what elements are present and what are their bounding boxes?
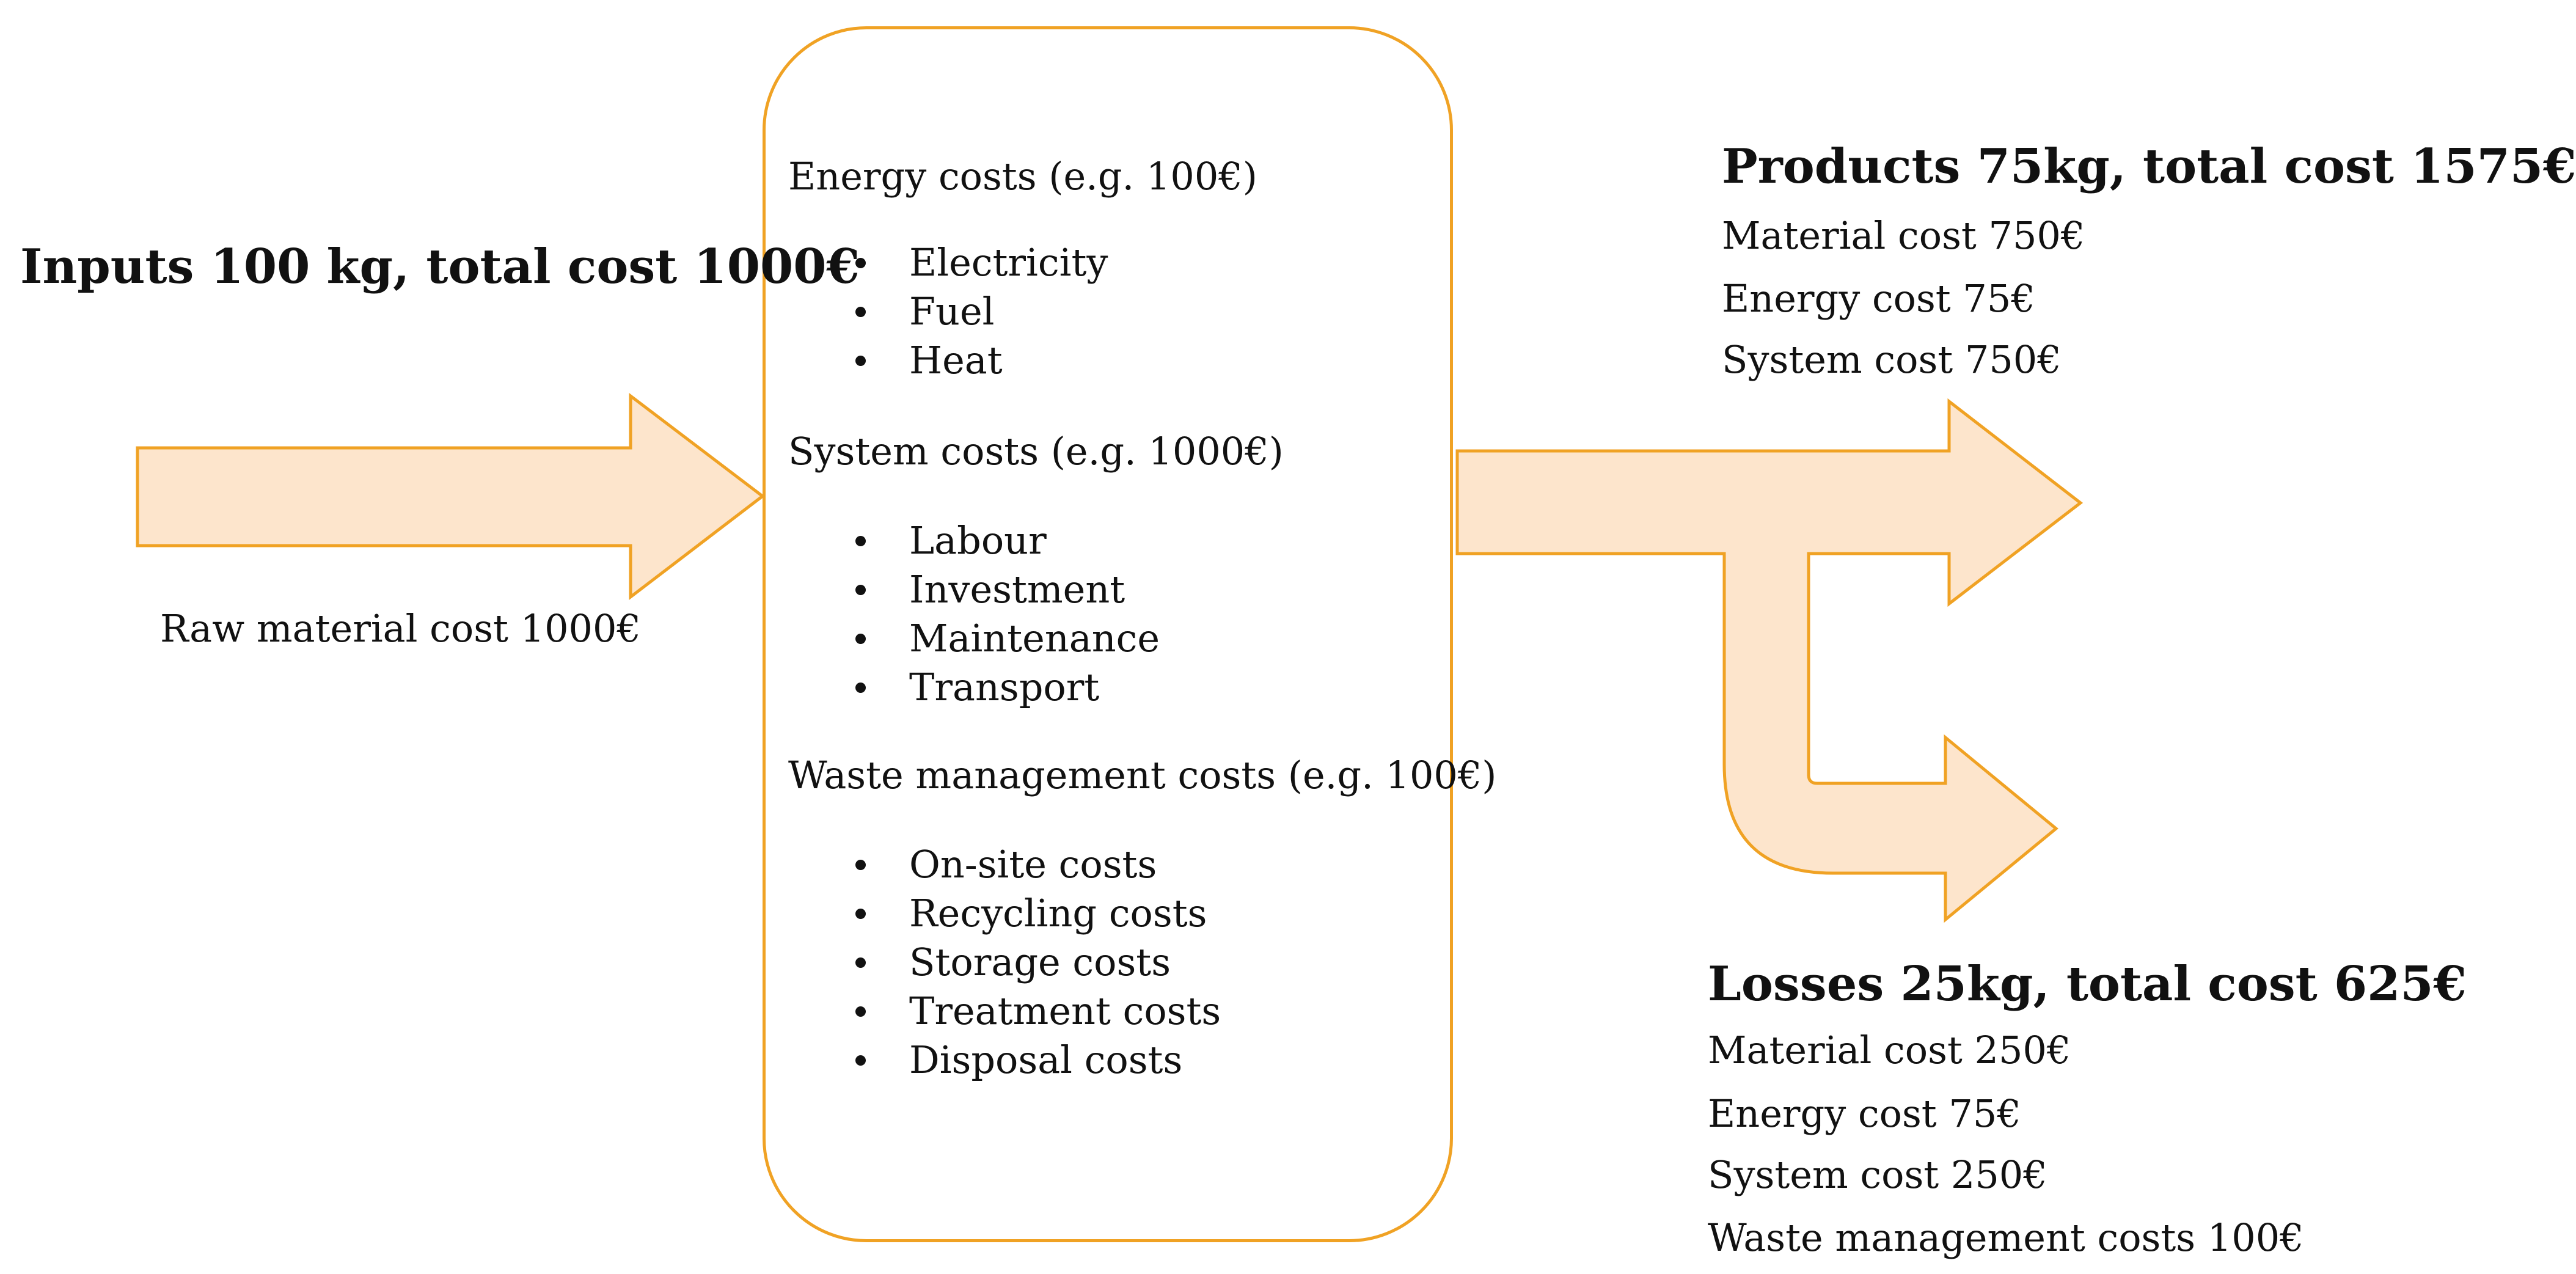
waste-management-costs-list: On-site costs Recycling costs Storage co… <box>855 840 1221 1085</box>
inputs-heading: Inputs 100 kg, total cost 1000€ <box>20 239 860 295</box>
waste-item-label: On-site costs <box>909 842 1157 887</box>
products-material-cost: Material cost 750€ <box>1722 213 2085 258</box>
energy-item-label: Fuel <box>909 289 995 334</box>
list-item: Treatment costs <box>855 987 1221 1036</box>
waste-item-label: Recycling costs <box>909 891 1207 935</box>
system-item-label: Maintenance <box>909 616 1160 661</box>
raw-material-cost-label: Raw material cost 1000€ <box>160 606 641 651</box>
bullet-icon <box>855 683 866 693</box>
waste-item-label: Disposal costs <box>909 1038 1183 1082</box>
system-item-label: Investment <box>909 567 1125 612</box>
energy-costs-list: Electricity Fuel Heat <box>855 238 1108 385</box>
bullet-icon <box>855 258 866 268</box>
process-box <box>763 26 1453 1242</box>
list-item: Disposal costs <box>855 1036 1221 1085</box>
bullet-icon <box>855 356 866 366</box>
losses-system-cost: System cost 250€ <box>1708 1152 2047 1197</box>
bullet-icon <box>855 1006 866 1017</box>
energy-item-label: Heat <box>909 338 1003 383</box>
list-item: Transport <box>855 663 1160 712</box>
input-arrow <box>136 392 766 601</box>
list-item: Electricity <box>855 238 1108 287</box>
waste-management-costs-title: Waste management costs (e.g. 100€) <box>788 753 1497 797</box>
list-item: Storage costs <box>855 938 1221 987</box>
waste-item-label: Storage costs <box>909 940 1171 984</box>
list-item: Labour <box>855 516 1160 565</box>
system-item-label: Transport <box>909 665 1100 709</box>
bullet-icon <box>855 909 866 919</box>
losses-heading: Losses 25kg, total cost 625€ <box>1708 956 2467 1012</box>
products-energy-cost: Energy cost 75€ <box>1722 276 2035 321</box>
energy-item-label: Electricity <box>909 240 1108 285</box>
system-item-label: Labour <box>909 518 1047 563</box>
losses-waste-management-cost: Waste management costs 100€ <box>1708 1215 2304 1260</box>
energy-costs-title: Energy costs (e.g. 100€) <box>788 154 1257 199</box>
list-item: On-site costs <box>855 840 1221 889</box>
bullet-icon <box>855 634 866 644</box>
list-item: Investment <box>855 565 1160 614</box>
products-heading: Products 75kg, total cost 1575€ <box>1722 139 2576 194</box>
bullet-icon <box>855 1055 866 1066</box>
bullet-icon <box>855 585 866 595</box>
losses-material-cost: Material cost 250€ <box>1708 1028 2071 1072</box>
output-split-arrow <box>1455 398 2084 923</box>
list-item: Heat <box>855 336 1108 385</box>
bullet-icon <box>855 536 866 546</box>
system-costs-title: System costs (e.g. 1000€) <box>788 429 1284 474</box>
list-item: Maintenance <box>855 614 1160 663</box>
products-system-cost: System cost 750€ <box>1722 337 2062 382</box>
bullet-icon <box>855 307 866 317</box>
list-item: Recycling costs <box>855 889 1221 938</box>
flow-arrows <box>136 392 2084 923</box>
system-costs-list: Labour Investment Maintenance Transport <box>855 516 1160 712</box>
losses-energy-cost: Energy cost 75€ <box>1708 1091 2021 1136</box>
list-item: Fuel <box>855 287 1108 336</box>
bullet-icon <box>855 957 866 968</box>
bullet-icon <box>855 860 866 870</box>
waste-item-label: Treatment costs <box>909 989 1221 1033</box>
